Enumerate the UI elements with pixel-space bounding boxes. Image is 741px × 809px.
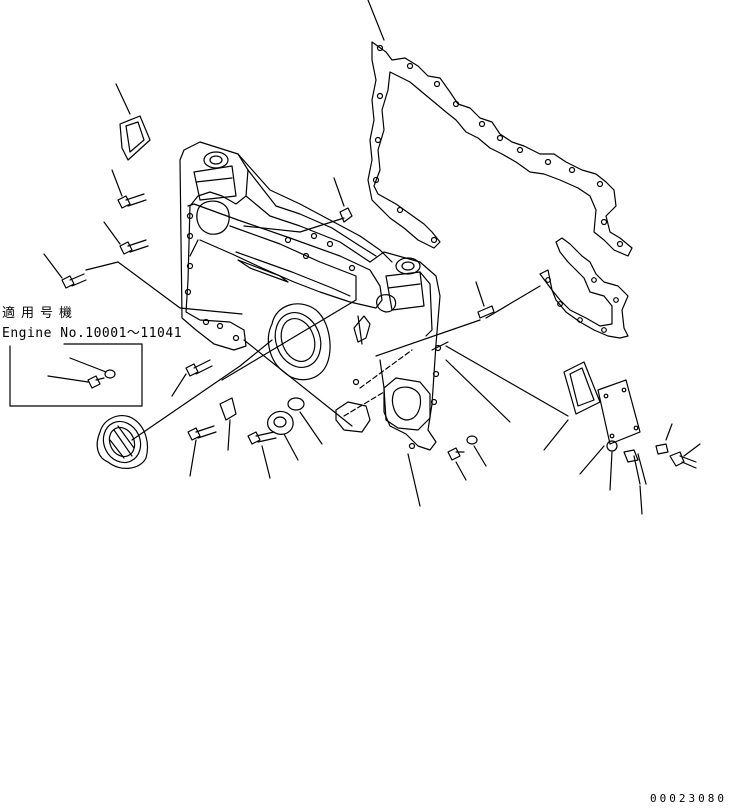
o-ring (288, 398, 322, 444)
bolt-1 (112, 170, 146, 208)
inset-bolt (48, 376, 104, 388)
bolt-2 (104, 222, 148, 254)
oil-seal (97, 415, 148, 468)
washer-3 (607, 441, 617, 490)
drawing-number: 00023080 (650, 792, 727, 805)
applicability-serial-range: Engine No.10001～11041 (2, 326, 183, 341)
plug (244, 178, 352, 232)
front-cover-gasket (368, 0, 632, 256)
lower-gasket (540, 238, 628, 338)
applicability-box (10, 344, 142, 406)
cover-gasket-small (116, 84, 150, 160)
dowel-pin (376, 282, 540, 356)
bolt-7 (448, 448, 466, 480)
bolt-8 (670, 444, 700, 468)
flange-plate (268, 411, 298, 460)
cover-plate-gasket (544, 362, 600, 450)
bolt-5 (188, 426, 216, 476)
bolt-6 (248, 432, 276, 478)
bolt-9 (624, 450, 646, 514)
washer-4 (656, 424, 672, 454)
bracket (220, 398, 236, 450)
cover-plate (580, 380, 640, 474)
bolt-4 (172, 360, 212, 396)
bolt-3 (44, 254, 242, 314)
washer-2 (467, 436, 486, 466)
front-cover-body (180, 142, 441, 450)
leader-lines (132, 240, 568, 506)
washer-1 (70, 358, 115, 378)
applicability-title: 適用号機 (2, 306, 79, 321)
seal-housing (268, 304, 330, 380)
